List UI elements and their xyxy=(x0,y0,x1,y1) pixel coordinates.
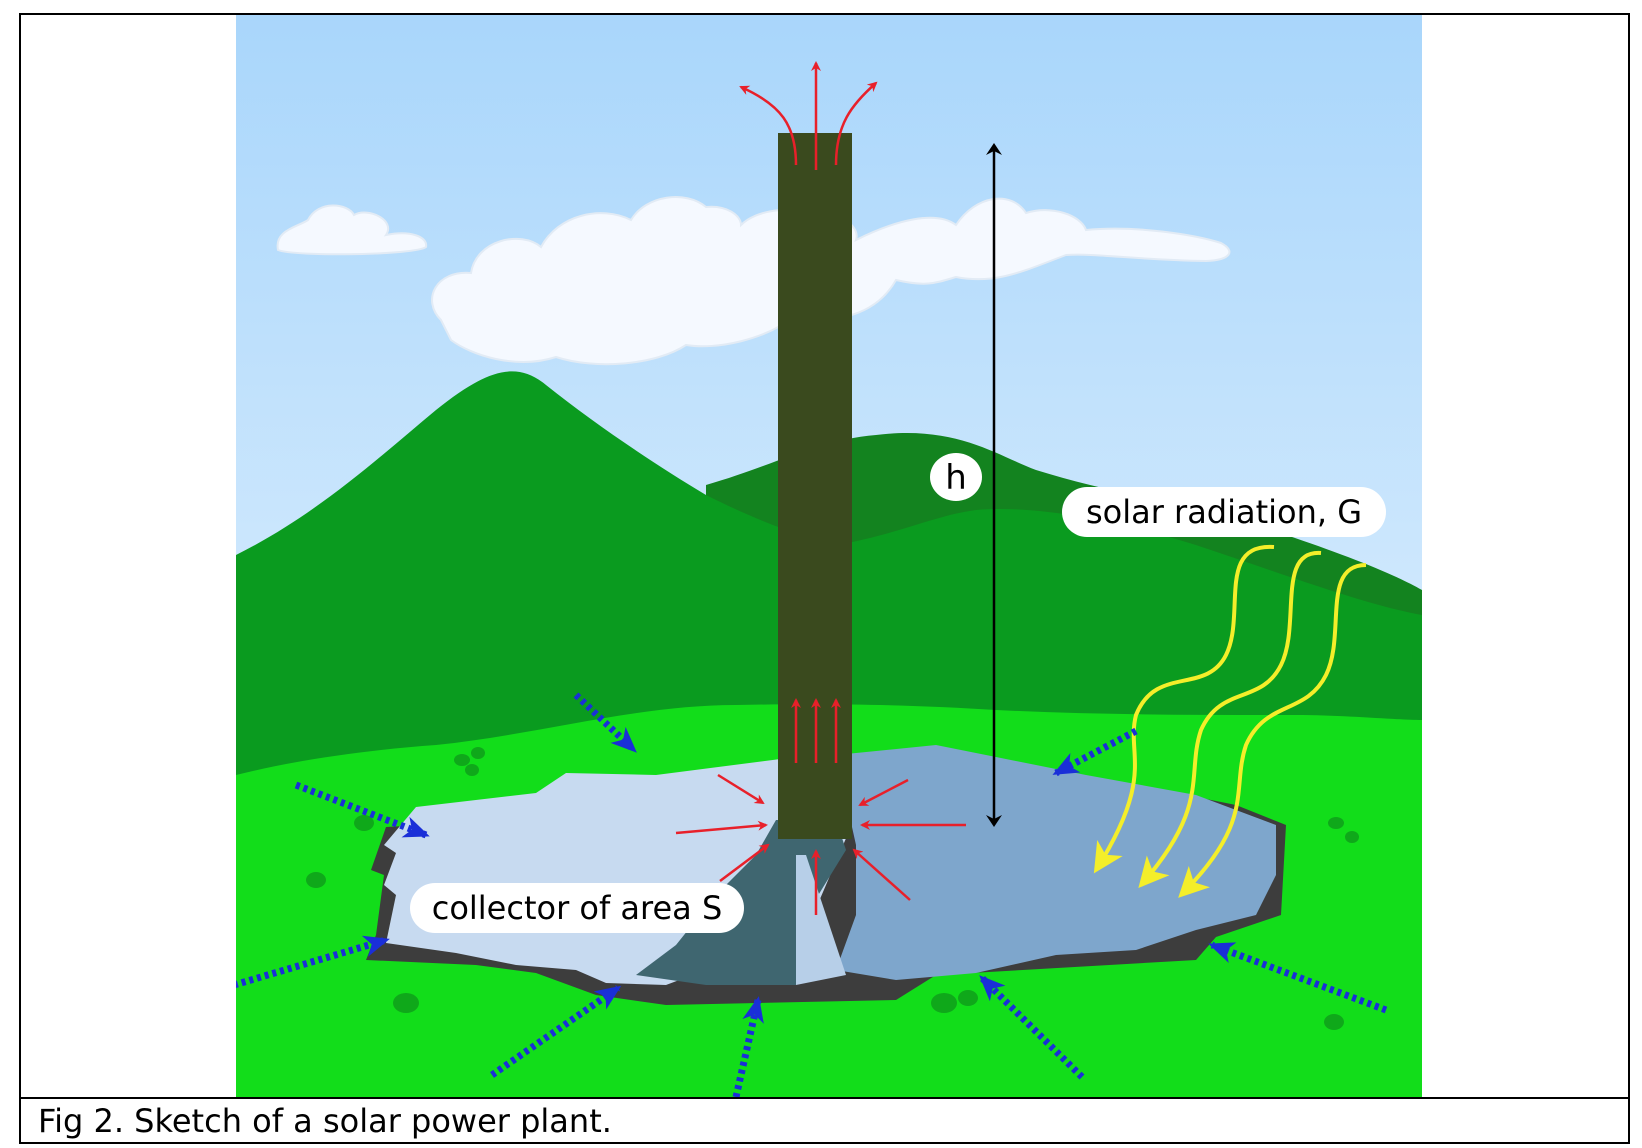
updraft-arrows xyxy=(791,698,841,763)
caption-separator xyxy=(19,1097,1630,1099)
figure-frame xyxy=(19,13,1630,1144)
ambient-inflow-arrows xyxy=(236,692,1388,1097)
collector-mid xyxy=(836,745,1276,980)
collector-label: collector of area S xyxy=(410,883,744,933)
height-label: h xyxy=(930,453,982,501)
collector-center-light xyxy=(796,855,846,985)
figure-caption: Fig 2. Sketch of a solar power plant. xyxy=(38,1102,612,1140)
radiation-label: solar radiation, G xyxy=(1062,487,1386,537)
collector-label-text: collector of area S xyxy=(432,889,723,927)
radiation-label-text: solar radiation, G xyxy=(1086,493,1362,531)
cloud-small xyxy=(276,204,428,256)
height-label-text: h xyxy=(945,458,967,498)
base-inflow-arrows xyxy=(675,773,966,915)
solar-plant-illustration: h solar radiation, G collector of area S xyxy=(236,15,1422,1097)
outflow-arrows xyxy=(739,61,878,170)
grass-spots xyxy=(306,747,1359,1030)
radiation-arrows xyxy=(1093,544,1367,898)
